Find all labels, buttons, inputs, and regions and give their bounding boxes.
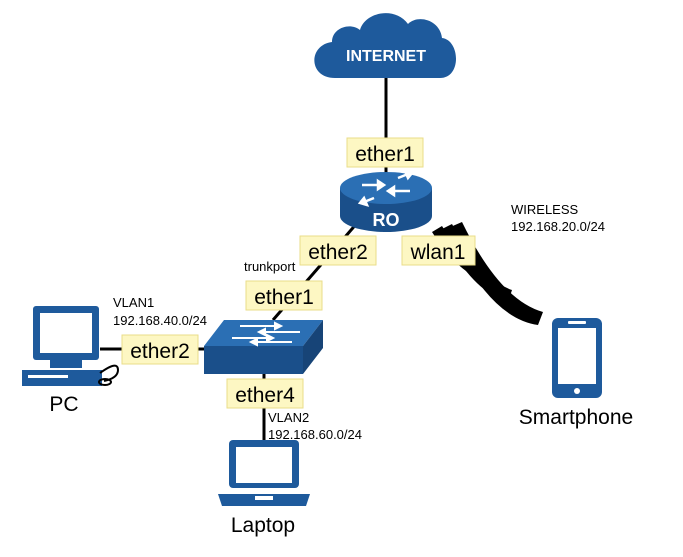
- trunkport-label: trunkport: [244, 259, 296, 274]
- wireless-title: WIRELESS: [511, 202, 579, 217]
- smartphone-label: Smartphone: [519, 406, 633, 429]
- cloud-icon: [314, 13, 456, 79]
- svg-text:ether2: ether2: [308, 241, 368, 264]
- port-label-switch-ether2: ether2: [121, 334, 199, 365]
- pc-icon: [22, 306, 120, 386]
- svg-text:ether1: ether1: [355, 143, 415, 166]
- pc-label: PC: [49, 393, 78, 416]
- svg-text:ether1: ether1: [254, 286, 314, 309]
- smartphone-icon: [552, 318, 602, 398]
- laptop-icon: [218, 440, 310, 506]
- switch-icon: [204, 320, 323, 374]
- laptop-label: Laptop: [231, 514, 295, 537]
- svg-text:wlan1: wlan1: [410, 241, 466, 264]
- port-label-router-ether2: ether2: [299, 235, 377, 266]
- port-label-router-wlan1: wlan1: [401, 235, 476, 266]
- port-label-router-ether1: ether1: [346, 137, 424, 168]
- vlan2-title: VLAN2: [268, 410, 309, 425]
- router-icon: [340, 169, 432, 232]
- wireless-subnet: 192.168.20.0/24: [511, 219, 605, 234]
- port-label-switch-ether1: ether1: [245, 280, 323, 311]
- vlan1-subnet: 192.168.40.0/24: [113, 313, 207, 328]
- svg-text:ether4: ether4: [235, 384, 295, 407]
- vlan1-title: VLAN1: [113, 295, 154, 310]
- internet-label: INTERNET: [346, 48, 426, 65]
- vlan2-subnet: 192.168.60.0/24: [268, 427, 362, 442]
- router-label: RO: [373, 210, 400, 230]
- svg-text:ether2: ether2: [130, 340, 190, 363]
- port-label-switch-ether4: ether4: [226, 378, 304, 409]
